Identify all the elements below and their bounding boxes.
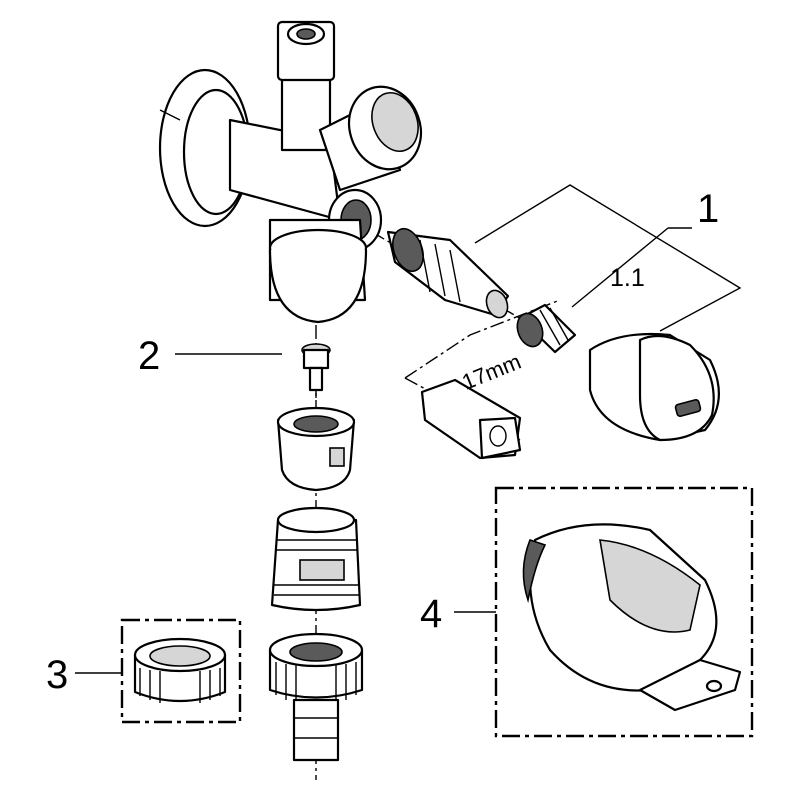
hose-connector-icon	[268, 632, 364, 762]
callout-label-2: 2	[138, 334, 160, 378]
callout-label-3: 3	[46, 653, 68, 697]
spindle-icon	[516, 303, 577, 354]
check-valve-icon	[301, 343, 331, 398]
coupling-sleeve-icon	[276, 406, 356, 492]
handle-cap-icon	[588, 332, 720, 442]
callout-label-4: 4	[420, 592, 442, 636]
angle-valve-body-icon	[158, 20, 422, 324]
callout-label-1-1: 1.1	[610, 264, 645, 292]
wrench-size-label: 17mm	[458, 349, 524, 395]
callout-1-leaders	[474, 184, 742, 332]
hex-key-icon	[420, 378, 522, 460]
lock-cap-icon	[522, 523, 742, 712]
union-nut-icon	[133, 637, 227, 703]
threaded-adapter-icon	[270, 506, 362, 612]
item-4-frame	[494, 486, 754, 738]
callout-label-1: 1	[697, 187, 719, 231]
valve-cartridge-icon	[386, 227, 510, 319]
item-3-frame	[120, 618, 242, 724]
